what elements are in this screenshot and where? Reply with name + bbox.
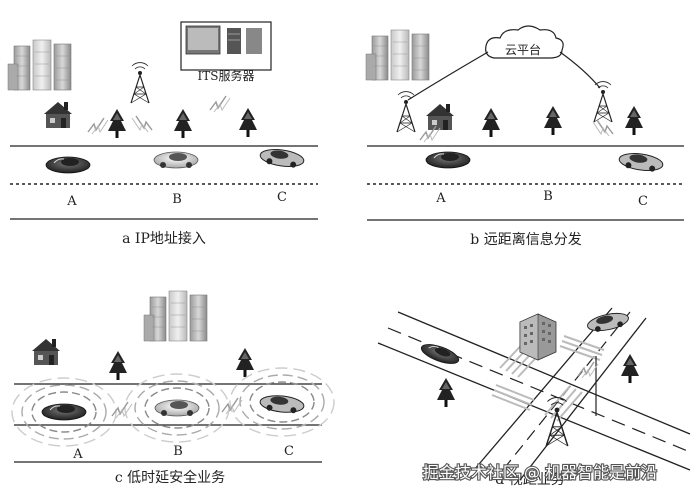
link-line [559, 51, 601, 89]
car-a [425, 151, 471, 169]
tree-icon [109, 351, 127, 380]
caption-d: d 视距业务 [495, 472, 564, 488]
buildings-icon [143, 290, 208, 342]
road-edge [473, 307, 613, 471]
link-line [407, 51, 489, 101]
lightning-icon [131, 115, 153, 133]
road-edge [397, 311, 691, 435]
car-a [45, 156, 91, 174]
tree-icon [174, 109, 192, 138]
car-b [154, 399, 200, 417]
car-a [41, 403, 87, 421]
buildings-icon [365, 29, 430, 81]
tree-icon [236, 348, 254, 377]
car-2 [585, 309, 631, 335]
car-label-c: C [638, 194, 648, 209]
caption-a: a IP地址接入 [122, 230, 206, 247]
car-c [258, 393, 306, 415]
car-label-a: A [435, 191, 446, 206]
lightning-icon [592, 119, 614, 137]
car-label-b: B [173, 444, 183, 459]
caption-c: c 低时延安全业务 [115, 469, 225, 486]
lightning-icon [209, 95, 231, 113]
car-c [617, 150, 665, 174]
tree-icon [482, 108, 500, 137]
panel-a: ITS服务器 A B C a IP地址接入 [7, 21, 318, 247]
house-icon [44, 102, 72, 128]
house-icon [32, 339, 60, 365]
buildings-icon [7, 39, 72, 91]
car-c [258, 146, 306, 170]
tree-icon [625, 106, 643, 135]
cloud-icon [485, 25, 564, 59]
car-label-a: A [66, 194, 77, 209]
panel-c: A B C c 低时延安全业务 [11, 290, 335, 486]
watermark: 掘金技术社区 @ 机器智能是前沿 [423, 463, 657, 482]
lightning-icon [87, 117, 109, 135]
car-label-a: A [72, 447, 83, 462]
road-edge [377, 342, 691, 471]
its-server-label: ITS服务器 [198, 68, 255, 83]
road-edge [519, 317, 647, 481]
car-label-c: C [277, 190, 287, 205]
tree-icon [239, 108, 257, 137]
car-label-b: B [172, 192, 182, 207]
tree-icon [544, 106, 562, 135]
panel-d: d 视距业务 [376, 307, 691, 488]
tree-icon [108, 109, 126, 138]
house-icon [426, 104, 454, 130]
base-station-tower-icon [593, 80, 613, 123]
cloud-platform-label: 云平台 [505, 42, 541, 57]
its-server-icon [180, 21, 272, 71]
car-b [153, 151, 199, 169]
tree-icon [621, 354, 639, 383]
lightning-icon [111, 401, 133, 419]
building-icon [519, 313, 557, 361]
caption-b: b 远距离信息分发 [470, 231, 581, 248]
car-label-b: B [543, 189, 553, 204]
car-label-c: C [284, 444, 294, 459]
panel-b: 云平台 A B C b 远距离信息分发 [365, 25, 684, 248]
base-station-tower-icon [130, 61, 150, 104]
